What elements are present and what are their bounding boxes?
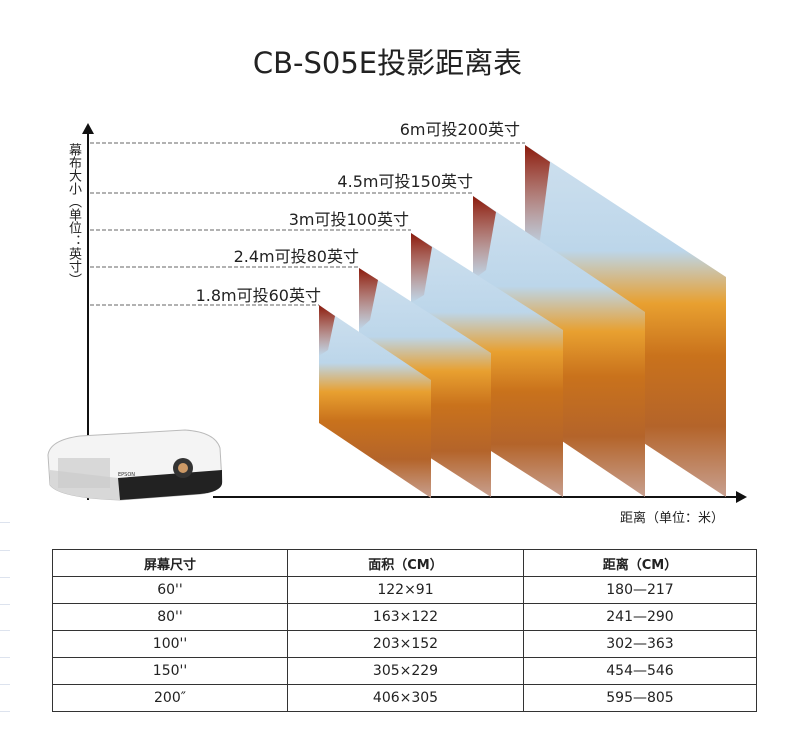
y-axis-label: 幕布大小（单位：英寸） <box>66 143 81 286</box>
cell-distance: 180—217 <box>523 576 757 604</box>
diagram-graphics <box>47 123 747 503</box>
edge-mark <box>0 630 10 631</box>
label-100: 3m可投100英寸 <box>288 210 409 229</box>
edge-mark <box>0 577 10 578</box>
table-header-row: 屏幕尺寸 面积（CM） 距离（CM） <box>52 549 757 577</box>
header-screen-size: 屏幕尺寸 <box>52 549 288 577</box>
edge-mark <box>0 684 10 685</box>
edge-mark <box>0 604 10 605</box>
cell-distance: 302—363 <box>523 630 757 658</box>
cell-area: 203×152 <box>287 630 524 658</box>
cell-distance: 454—546 <box>523 657 757 685</box>
cell-size: 60'' <box>52 576 288 604</box>
cell-size: 100'' <box>52 630 288 658</box>
label-200: 6m可投200英寸 <box>399 120 520 139</box>
label-80: 2.4m可投80英寸 <box>233 247 359 266</box>
header-area: 面积（CM） <box>287 549 524 577</box>
y-axis-arrow-icon <box>82 123 94 134</box>
header-distance: 距离（CM） <box>523 549 757 577</box>
label-150: 4.5m可投150英寸 <box>337 172 473 191</box>
edge-mark <box>0 522 10 523</box>
projector-brand: EPSON <box>118 472 136 478</box>
cell-distance: 241—290 <box>523 603 757 631</box>
cell-size: 150'' <box>52 657 288 685</box>
edge-mark <box>0 657 10 658</box>
cell-area: 406×305 <box>287 684 524 712</box>
screen-60 <box>319 305 431 498</box>
edge-mark <box>0 711 10 712</box>
cell-size: 200″ <box>52 684 288 712</box>
page-title: CB-S05E投影距离表 <box>252 46 523 80</box>
x-axis-arrow-icon <box>736 491 747 503</box>
projector-image <box>47 429 223 501</box>
cell-area: 305×229 <box>287 657 524 685</box>
x-axis-label: 距离（单位：米） <box>620 511 725 526</box>
cell-size: 80'' <box>52 603 288 631</box>
cell-area: 163×122 <box>287 603 524 631</box>
cell-area: 122×91 <box>287 576 524 604</box>
cell-distance: 595—805 <box>523 684 757 712</box>
label-60: 1.8m可投60英寸 <box>195 286 321 305</box>
edge-mark <box>0 550 10 551</box>
